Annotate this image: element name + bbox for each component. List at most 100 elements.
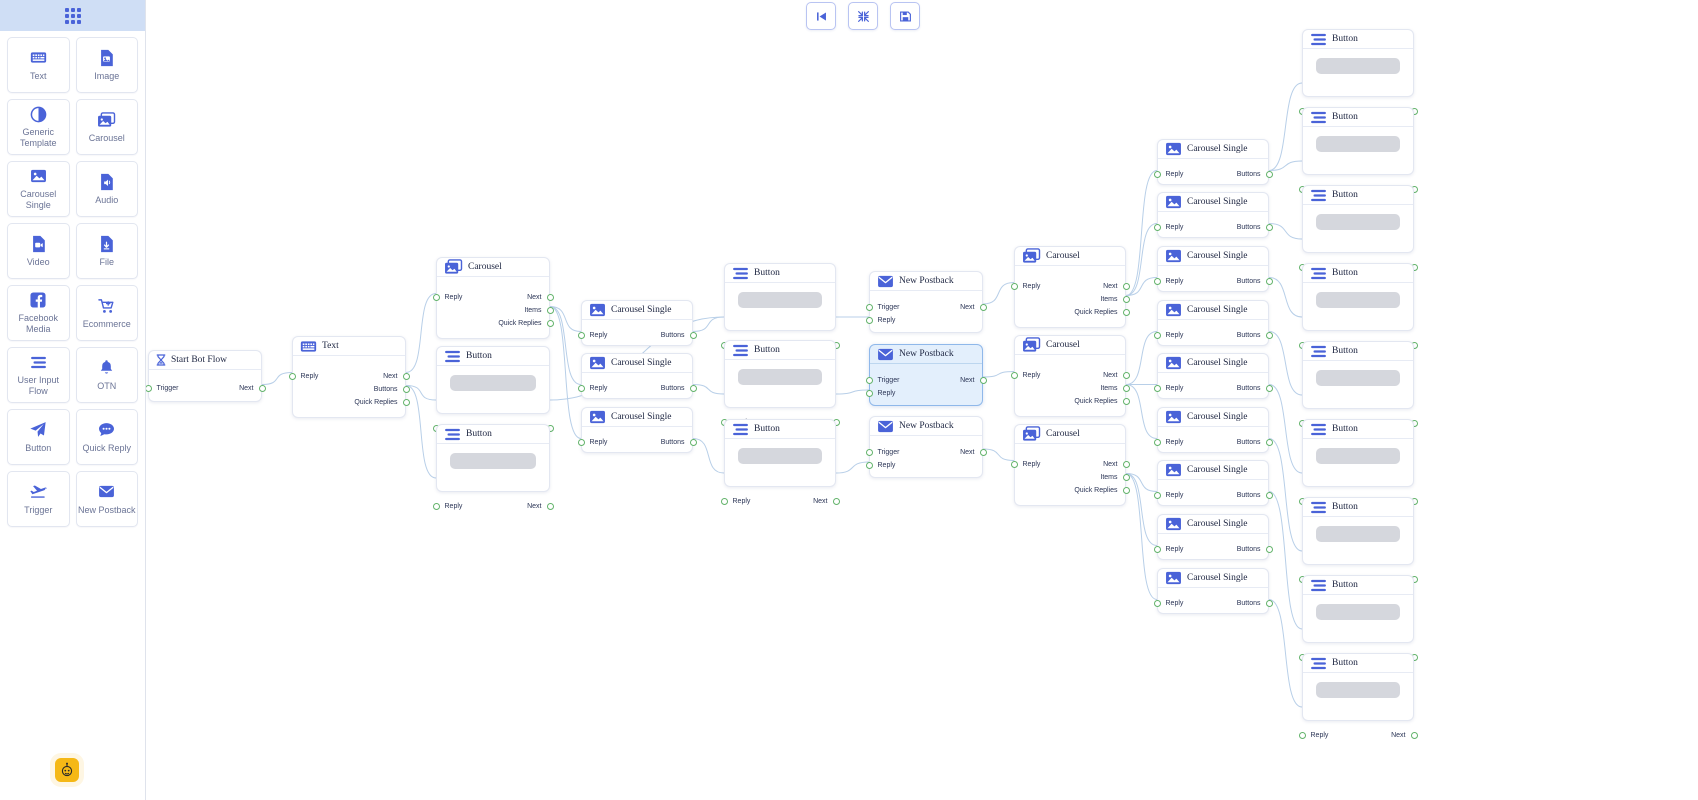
port-out-quick-replies[interactable]: Quick Replies xyxy=(354,398,410,406)
port-out-next[interactable]: Next xyxy=(1103,460,1130,468)
port-in-reply[interactable]: Reply xyxy=(1153,277,1183,285)
port-in-reply[interactable]: Reply xyxy=(1298,732,1328,739)
palette-item-facebook-media[interactable]: Facebook Media xyxy=(7,285,70,341)
port-in-reply[interactable]: Reply xyxy=(1010,460,1040,468)
palette-item-carousel[interactable]: Carousel xyxy=(75,99,138,155)
port-in-reply[interactable]: Reply xyxy=(1153,438,1183,446)
port-out-next[interactable]: Next xyxy=(960,304,987,311)
fit-view-button[interactable] xyxy=(848,2,878,30)
port-in-reply[interactable]: Reply xyxy=(1010,282,1040,290)
port-out-buttons[interactable]: Buttons xyxy=(1237,545,1273,553)
port-in-reply[interactable]: Reply xyxy=(1153,491,1183,499)
palette-item-quick-reply[interactable]: Quick Reply xyxy=(75,409,138,465)
port-in-reply[interactable]: Reply xyxy=(865,462,895,469)
palette-item-generic-template[interactable]: Generic Template xyxy=(7,99,70,155)
port-out-items[interactable]: Items xyxy=(1100,295,1130,303)
port-out-buttons[interactable]: Buttons xyxy=(1237,384,1273,392)
chat-mascot-avatar[interactable] xyxy=(55,758,79,782)
port-out-items[interactable]: Items xyxy=(524,306,554,314)
palette-item-otn[interactable]: OTN xyxy=(75,347,138,403)
port-in-reply[interactable]: Reply xyxy=(1153,545,1183,553)
palette-item-trigger[interactable]: Trigger xyxy=(7,471,70,527)
port-out-next[interactable]: Next xyxy=(527,293,554,301)
port-out-buttons[interactable]: Buttons xyxy=(1237,438,1273,446)
port-out-buttons[interactable]: Buttons xyxy=(661,438,697,446)
port-in-reply[interactable]: Reply xyxy=(432,293,462,301)
port-in-reply[interactable]: Reply xyxy=(577,384,607,392)
palette-item-audio[interactable]: Audio xyxy=(75,161,138,217)
port-in-reply[interactable]: Reply xyxy=(1153,223,1183,231)
palette-item-ecommerce[interactable]: Ecommerce xyxy=(75,285,138,341)
port-out-buttons[interactable]: Buttons xyxy=(1237,223,1273,231)
port-out-quick-replies[interactable]: Quick Replies xyxy=(1074,308,1130,316)
palette-item-file[interactable]: File xyxy=(75,223,138,279)
palette-header[interactable] xyxy=(0,0,145,31)
port-in-reply[interactable]: Reply xyxy=(1153,331,1183,339)
reset-view-button[interactable] xyxy=(806,2,836,30)
port-in-trigger[interactable]: Trigger xyxy=(865,304,899,311)
port-out-next[interactable]: Next xyxy=(960,449,987,456)
port-in-reply[interactable]: Reply xyxy=(577,331,607,339)
port-out-next[interactable]: Next xyxy=(813,498,840,505)
port-out-buttons[interactable]: Buttons xyxy=(1237,331,1273,339)
port-out-buttons[interactable]: Buttons xyxy=(661,384,697,392)
port-in-trigger[interactable]: Trigger xyxy=(146,384,178,392)
port-out-buttons[interactable]: Buttons xyxy=(1237,491,1273,499)
port-out-quick-replies[interactable]: Quick Replies xyxy=(1074,486,1130,494)
port-out-quick-replies[interactable]: Quick Replies xyxy=(498,319,554,327)
port-in-reply[interactable]: Reply xyxy=(865,317,895,324)
port-in-reply[interactable]: Reply xyxy=(1153,170,1183,178)
palette-item-button[interactable]: Button xyxy=(7,409,70,465)
port-out-items[interactable]: Items xyxy=(1100,473,1130,481)
save-button[interactable] xyxy=(890,2,920,30)
palette-item-video[interactable]: Video xyxy=(7,223,70,279)
port-in-reply[interactable]: Reply xyxy=(577,438,607,446)
port-out-buttons[interactable]: Buttons xyxy=(1237,599,1273,607)
port-out-next[interactable]: Next xyxy=(383,372,410,380)
port-in-reply[interactable]: Reply xyxy=(1010,371,1040,379)
port-out-buttons[interactable]: Buttons xyxy=(374,385,410,393)
port-in-reply[interactable]: Reply xyxy=(720,498,750,505)
palette-item-carousel-single[interactable]: Carousel Single xyxy=(7,161,70,217)
palette-item-user-input-flow[interactable]: User Input Flow xyxy=(7,347,70,403)
port-in-trigger[interactable]: Trigger xyxy=(865,449,899,456)
port-out-items[interactable]: Items xyxy=(1100,384,1130,392)
port-in-reply[interactable]: Reply xyxy=(432,503,462,510)
port-out-quick-replies[interactable]: Quick Replies xyxy=(1074,397,1130,405)
port-out-next[interactable]: Next xyxy=(527,503,554,510)
port-out-next[interactable]: Next xyxy=(1391,732,1418,739)
port-out-next[interactable]: Next xyxy=(960,377,987,384)
port-in-trigger[interactable]: Trigger xyxy=(865,377,899,384)
port-out-next[interactable]: Next xyxy=(1103,282,1130,290)
palette-item-image[interactable]: Image xyxy=(75,37,138,93)
